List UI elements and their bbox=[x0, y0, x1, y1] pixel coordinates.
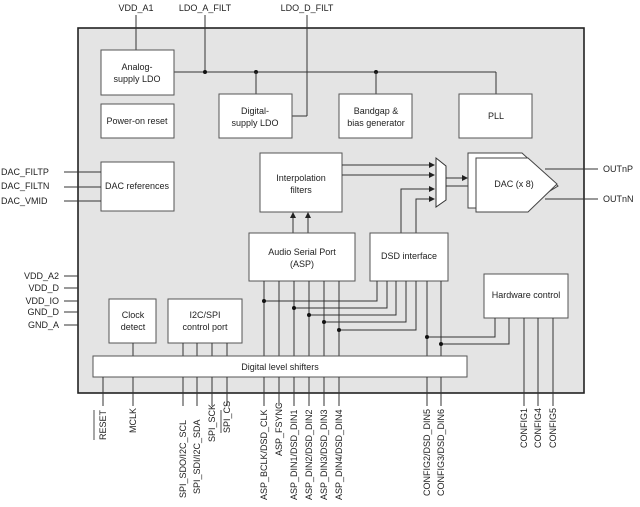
top-pin-vdd-a1: VDD_A1 bbox=[118, 3, 154, 50]
svg-text:ASP_DIN2/DSD_DIN2: ASP_DIN2/DSD_DIN2 bbox=[304, 409, 314, 500]
ctrl-wires bbox=[132, 343, 228, 356]
svg-text:CONFIG3/DSD_DIN6: CONFIG3/DSD_DIN6 bbox=[436, 409, 446, 496]
hw-ctrl-wires bbox=[425, 318, 554, 406]
svg-text:DAC_FILTN: DAC_FILTN bbox=[1, 181, 49, 191]
svg-text:Interpolation: Interpolation bbox=[276, 173, 326, 183]
svg-text:detect: detect bbox=[121, 322, 146, 332]
power-on-reset-block: Power-on reset bbox=[100, 103, 175, 139]
svg-text:VDD_A1: VDD_A1 bbox=[118, 3, 153, 13]
svg-text:LDO_A_FILT: LDO_A_FILT bbox=[179, 3, 232, 13]
digital-supply-ldo-block: Digital- supply LDO bbox=[218, 93, 293, 139]
svg-text:CONFIG4: CONFIG4 bbox=[533, 408, 543, 448]
dsd-interface-block: DSD interface bbox=[369, 232, 449, 282]
svg-text:PLL: PLL bbox=[488, 111, 504, 121]
svg-text:GND_A: GND_A bbox=[28, 320, 59, 330]
svg-text:Audio Serial Port: Audio Serial Port bbox=[268, 247, 336, 257]
analog-supply-ldo-block: Analog- supply LDO bbox=[100, 49, 175, 96]
svg-text:CONFIG5: CONFIG5 bbox=[548, 408, 558, 448]
svg-text:filters: filters bbox=[290, 185, 312, 195]
svg-text:supply LDO: supply LDO bbox=[231, 118, 278, 128]
svg-text:supply LDO: supply LDO bbox=[113, 74, 160, 84]
svg-text:Clock: Clock bbox=[122, 310, 145, 320]
svg-text:OUTnN: OUTnN bbox=[603, 194, 634, 204]
svg-text:RESET: RESET bbox=[98, 409, 108, 440]
top-pin-ldo-d-filt: LDO_D_FILT bbox=[281, 3, 334, 117]
svg-text:SPI_SCK: SPI_SCK bbox=[207, 404, 217, 442]
svg-text:MCLK: MCLK bbox=[128, 408, 138, 433]
svg-text:control port: control port bbox=[182, 322, 228, 332]
mux bbox=[435, 156, 447, 208]
svg-text:GND_D: GND_D bbox=[27, 307, 59, 317]
svg-text:VDD_IO: VDD_IO bbox=[25, 296, 59, 306]
hardware-control-block: Hardware control bbox=[483, 273, 569, 319]
svg-text:Bandgap &: Bandgap & bbox=[354, 106, 399, 116]
svg-text:DSD interface: DSD interface bbox=[381, 251, 437, 261]
left-pins-power: VDD_A2 VDD_D VDD_IO GND_D GND_A bbox=[24, 271, 78, 330]
svg-text:LDO_D_FILT: LDO_D_FILT bbox=[281, 3, 334, 13]
asp-wires bbox=[263, 281, 340, 356]
svg-text:Power-on reset: Power-on reset bbox=[106, 116, 168, 126]
digital-level-shifters-block: Digital level shifters bbox=[92, 355, 468, 378]
bottom-pin-labels: RESET MCLK SPI_SDO/I2C_SCL SPI_SDI/I2C_S… bbox=[93, 401, 558, 500]
svg-text:ASP_BCLK/DSD_CLK: ASP_BCLK/DSD_CLK bbox=[259, 409, 269, 500]
svg-text:ASP_FSYNC: ASP_FSYNC bbox=[274, 402, 284, 456]
bottom-pin-wires bbox=[102, 377, 442, 406]
clock-detect-block: Clock detect bbox=[108, 298, 157, 344]
interpolation-filters-block: Interpolation filters bbox=[259, 152, 343, 213]
dac-block: DAC (x 8) bbox=[467, 152, 559, 213]
svg-text:CONFIG2/DSD_DIN5: CONFIG2/DSD_DIN5 bbox=[422, 409, 432, 496]
svg-text:Digital level shifters: Digital level shifters bbox=[241, 362, 319, 372]
svg-text:ASP_DIN1/DSD_DIN1: ASP_DIN1/DSD_DIN1 bbox=[289, 409, 299, 500]
svg-text:DAC_FILTP: DAC_FILTP bbox=[1, 167, 49, 177]
svg-text:CONFIG1: CONFIG1 bbox=[519, 408, 529, 448]
svg-text:VDD_A2: VDD_A2 bbox=[24, 271, 59, 281]
svg-text:SPI_SDI/I2C_SDA: SPI_SDI/I2C_SDA bbox=[192, 419, 202, 494]
dsd-wires bbox=[262, 281, 442, 356]
svg-text:DAC (x 8): DAC (x 8) bbox=[494, 179, 534, 189]
dac-references-block: DAC references bbox=[100, 161, 175, 212]
control-port-block: I2C/SPI control port bbox=[167, 298, 243, 344]
svg-text:Hardware control: Hardware control bbox=[492, 290, 561, 300]
top-pin-ldo-a-filt: LDO_A_FILT bbox=[179, 3, 232, 72]
svg-text:I2C/SPI: I2C/SPI bbox=[189, 310, 220, 320]
svg-text:SPI_SDO/I2C_SCL: SPI_SDO/I2C_SCL bbox=[178, 420, 188, 498]
svg-text:OUTnP: OUTnP bbox=[603, 164, 633, 174]
svg-text:Digital-: Digital- bbox=[241, 106, 269, 116]
svg-text:bias generator: bias generator bbox=[347, 118, 405, 128]
svg-text:ASP_DIN4/DSD_DIN4: ASP_DIN4/DSD_DIN4 bbox=[334, 409, 344, 500]
bandgap-block: Bandgap & bias generator bbox=[338, 93, 413, 139]
svg-text:Analog-: Analog- bbox=[121, 62, 152, 72]
left-pins-ref: DAC_FILTP DAC_FILTN DAC_VMID bbox=[1, 167, 101, 206]
svg-text:SPI_CS: SPI_CS bbox=[222, 401, 232, 433]
svg-text:DAC references: DAC references bbox=[105, 181, 170, 191]
svg-text:(ASP): (ASP) bbox=[290, 259, 314, 269]
svg-text:DAC_VMID: DAC_VMID bbox=[1, 196, 48, 206]
svg-text:VDD_D: VDD_D bbox=[28, 283, 59, 293]
right-pins: OUTnP OUTnN bbox=[545, 164, 634, 204]
asp-block: Audio Serial Port (ASP) bbox=[248, 232, 356, 282]
svg-text:ASP_DIN3/DSD_DIN3: ASP_DIN3/DSD_DIN3 bbox=[319, 409, 329, 500]
pll-block: PLL bbox=[458, 93, 533, 139]
